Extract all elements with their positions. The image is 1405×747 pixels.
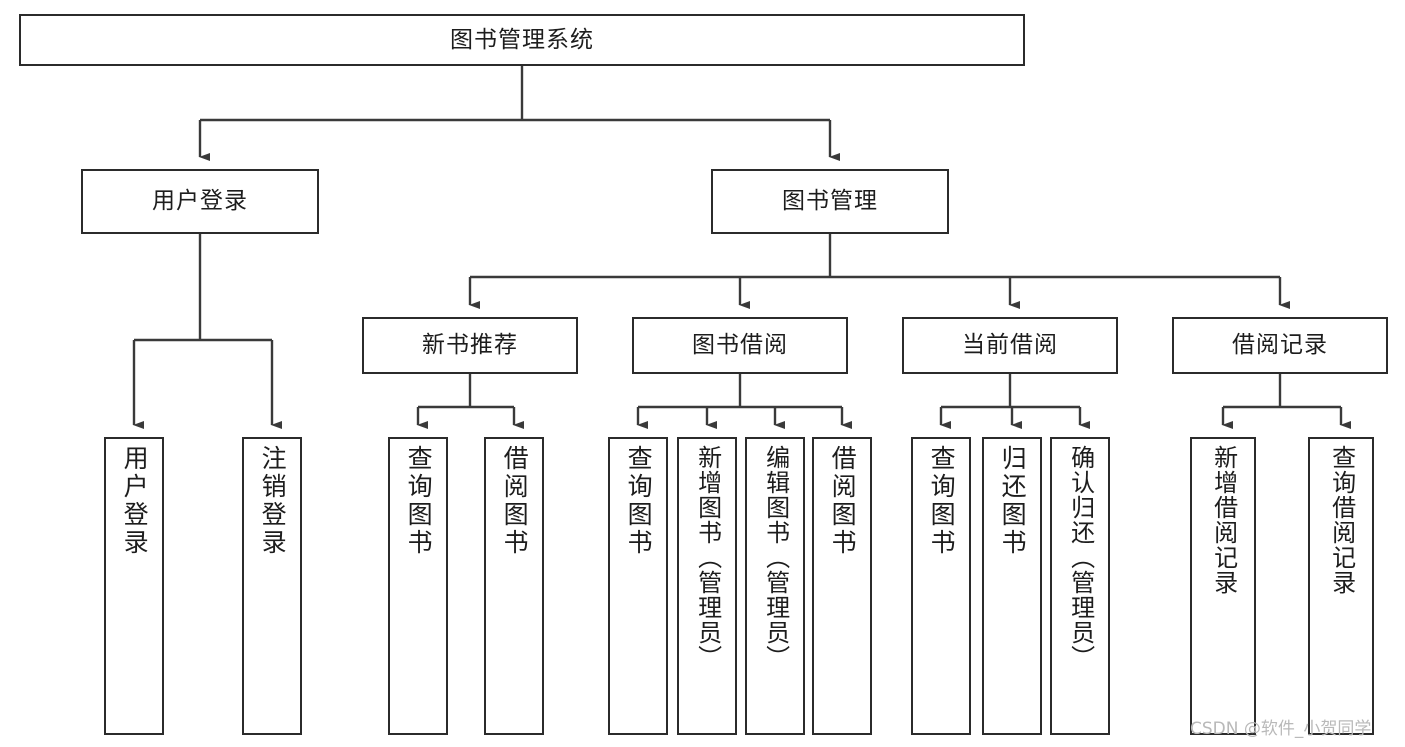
node-label-book-manage: 图书管理 bbox=[782, 188, 878, 215]
node-label-book-borrow: 图书借阅 bbox=[692, 332, 788, 359]
node-label-root: 图书管理系统 bbox=[450, 26, 594, 53]
node-book-borrow[interactable]: 图书借阅 bbox=[632, 317, 848, 374]
node-label-new-book-rec: 新书推荐 bbox=[422, 332, 518, 359]
node-leaf-bor-edit[interactable]: 编辑图书（管理员） bbox=[745, 437, 805, 735]
node-label-current-loan: 当前借阅 bbox=[962, 332, 1058, 359]
node-label-leaf-cur-query: 查询图书 bbox=[927, 445, 957, 557]
node-label-user-login: 用户登录 bbox=[152, 188, 248, 215]
node-leaf-cur-return[interactable]: 归还图书 bbox=[982, 437, 1042, 735]
node-current-loan[interactable]: 当前借阅 bbox=[902, 317, 1118, 374]
node-new-book-rec[interactable]: 新书推荐 bbox=[362, 317, 578, 374]
node-leaf-user-login[interactable]: 用户登录 bbox=[104, 437, 164, 735]
csdn-watermark: CSDN @软件_小贺同学 bbox=[1190, 719, 1372, 739]
node-leaf-rec-borrow[interactable]: 借阅图书 bbox=[484, 437, 544, 735]
node-loan-record[interactable]: 借阅记录 bbox=[1172, 317, 1388, 374]
node-label-leaf-cur-return: 归还图书 bbox=[998, 445, 1028, 557]
node-label-leaf-user-logout: 注销登录 bbox=[258, 445, 288, 557]
node-label-leaf-bor-query: 查询图书 bbox=[624, 445, 654, 557]
node-label-leaf-cur-confirm: 确认归还（管理员） bbox=[1066, 445, 1095, 670]
node-leaf-cur-confirm[interactable]: 确认归还（管理员） bbox=[1050, 437, 1110, 735]
node-label-leaf-bor-loan: 借阅图书 bbox=[828, 445, 858, 557]
node-label-leaf-bor-add: 新增图书（管理员） bbox=[693, 445, 722, 670]
node-leaf-bor-query[interactable]: 查询图书 bbox=[608, 437, 668, 735]
node-leaf-bor-loan[interactable]: 借阅图书 bbox=[812, 437, 872, 735]
node-leaf-user-logout[interactable]: 注销登录 bbox=[242, 437, 302, 735]
node-label-leaf-user-login: 用户登录 bbox=[120, 445, 150, 557]
node-label-leaf-rec-search: 查询借阅记录 bbox=[1327, 445, 1356, 595]
node-label-leaf-rec-borrow: 借阅图书 bbox=[500, 445, 530, 557]
node-label-leaf-rec-query: 查询图书 bbox=[404, 445, 434, 557]
node-label-leaf-bor-edit: 编辑图书（管理员） bbox=[761, 445, 790, 670]
node-user-login[interactable]: 用户登录 bbox=[81, 169, 319, 234]
node-label-loan-record: 借阅记录 bbox=[1232, 332, 1328, 359]
node-label-leaf-rec-add: 新增借阅记录 bbox=[1209, 445, 1238, 595]
node-leaf-bor-add[interactable]: 新增图书（管理员） bbox=[677, 437, 737, 735]
node-leaf-cur-query[interactable]: 查询图书 bbox=[911, 437, 971, 735]
node-leaf-rec-search[interactable]: 查询借阅记录 bbox=[1308, 437, 1374, 735]
node-leaf-rec-query[interactable]: 查询图书 bbox=[388, 437, 448, 735]
node-book-manage[interactable]: 图书管理 bbox=[711, 169, 949, 234]
node-leaf-rec-add[interactable]: 新增借阅记录 bbox=[1190, 437, 1256, 735]
node-root[interactable]: 图书管理系统 bbox=[19, 14, 1025, 66]
